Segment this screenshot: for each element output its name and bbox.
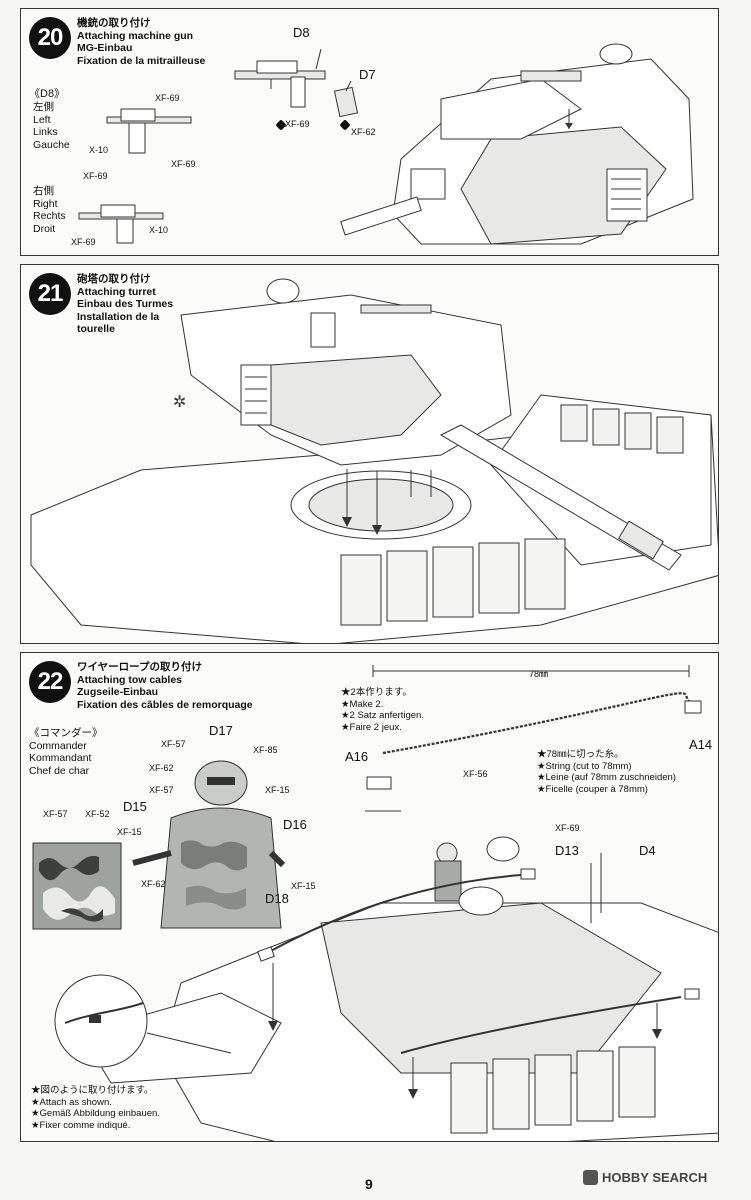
left-de: Links [33,126,58,138]
part-d15-label: D15 [123,799,147,814]
paint-xf62: XF-62 [351,127,376,137]
attach-ja: ★図のように取り付けます。 [31,1085,154,1096]
paint-xf62: XF-62 [141,879,166,889]
paint-xf56: XF-56 [463,769,488,779]
right-fr: Droit [33,222,56,235]
left-en: Left [33,113,51,126]
step-20-panel: 20 機銃の取り付け Attaching machine gun MG-Einb… [20,8,719,256]
paint-xf15: XF-15 [265,785,290,795]
step-titles: 砲塔の取り付け Attaching turret Einbau des Turm… [77,273,173,336]
string-fr: ★Ficelle (couper à 78mm) [537,783,648,795]
paint-xf69: XF-69 [83,171,108,181]
part-d8-label: D8 [293,25,310,40]
paint-xf69: XF-69 [555,823,580,833]
string-ja: ★78㎜に切った糸。 [537,749,624,760]
part-a16-label: A16 [345,749,369,764]
make2-ja: ★2本作ります。 [341,687,412,698]
paint-x10: X-10 [89,145,109,155]
paint-xf69: XF-69 [171,159,196,169]
title-ja: 砲塔の取り付け [77,273,151,285]
right-de: Rechts [33,210,66,222]
right-labels: 右側 Right Rechts Droit [33,185,66,235]
step-number: 20 [29,17,71,59]
paint-xf85: XF-85 [253,745,278,755]
part-d18-label: D18 [265,891,289,906]
hobby-search-logo-icon [583,1170,598,1185]
make2-fr: ★Faire 2 jeux. [341,721,402,733]
title-fr: Fixation de la mitrailleuse [77,54,206,67]
paint-xf15: XF-15 [117,827,142,837]
paint-x10: X-10 [149,225,169,235]
title-de: MG-Einbau [77,42,133,54]
step-titles: 機銃の取り付け Attaching machine gun MG-Einbau … [77,17,205,67]
title-en: Attaching machine gun [77,29,194,42]
step-titles: ワイヤーロープの取り付け Attaching tow cables Zugsei… [77,661,253,711]
title-de: Zugseile-Einbau [77,686,159,698]
paint-xf69: XF-69 [71,237,96,247]
page-number: 9 [365,1176,373,1192]
step-22-drawing [32,665,718,1141]
paint-xf15: XF-15 [291,881,316,891]
title-ja: ワイヤーロープの取り付け [77,661,203,673]
commander-ja: 《コマンダー》 [29,727,103,739]
string-en: ★String (cut to 78mm) [537,760,632,772]
title-ja: 機銃の取り付け [77,17,151,29]
make2-en: ★Make 2. [341,698,384,710]
title-fr-2: tourelle [77,323,115,335]
part-d7-label: D7 [359,67,376,82]
attach-de: ★Gemäß Abbildung einbauen. [31,1108,160,1119]
d8-subtitle: 《D8》 [29,88,66,100]
part-d4-label: D4 [639,843,656,858]
attach-en: ★Attach as shown. [31,1096,112,1108]
title-de: Einbau des Turmes [77,298,174,310]
title-en: Attaching turret [77,285,156,298]
title-fr: Fixation des câbles de remorquage [77,698,253,711]
step-number: 22 [29,661,71,703]
commander-de: Kommandant [29,752,92,764]
attach-note: ★図のように取り付けます。 ★Attach as shown. ★Gemäß A… [31,1085,160,1131]
paint-xf69: XF-69 [155,93,180,103]
left-ja: 左側 [33,101,54,113]
make2-note: ★2本作ります。 ★Make 2. ★2 Satz anfertigen. ★F… [341,687,424,733]
attach-fr: ★Fixer comme indiqué. [31,1119,131,1131]
length-label: 78㎜ [529,669,549,679]
commander-fr: Chef de char [29,764,90,777]
paint-xf69: XF-69 [285,119,310,129]
paint-xf62: XF-62 [149,763,174,773]
paint-xf57: XF-57 [161,739,186,749]
commander-en: Commander [29,739,87,752]
part-a14-label: A14 [689,737,713,752]
step-21-drawing: ✲ [30,278,718,643]
left-fr: Gauche [33,138,70,151]
string-de: ★Leine (auf 78mm zuschneiden) [537,772,676,783]
step-number: 21 [29,273,71,315]
step-21-panel: 21 砲塔の取り付け Attaching turret Einbau des T… [20,264,719,644]
part-d16-label: D16 [283,817,307,832]
part-d17-label: D17 [209,723,233,738]
right-en: Right [33,197,58,210]
svg-text:✲: ✲ [173,392,186,411]
title-en: Attaching tow cables [77,673,183,686]
paint-xf57: XF-57 [43,809,68,819]
paint-xf52: XF-52 [85,809,110,819]
paint-xf57: XF-57 [149,785,174,795]
step-20-drawing [78,43,694,245]
string-note: ★78㎜に切った糸。 ★String (cut to 78mm) ★Leine … [537,749,676,795]
left-labels: 左側 Left Links Gauche [33,101,70,151]
commander-labels: 《コマンダー》 Commander Kommandant Chef de cha… [29,727,103,777]
step-22-panel: 22 ワイヤーロープの取り付け Attaching tow cables Zug… [20,652,719,1142]
make2-de: ★2 Satz anfertigen. [341,710,424,721]
watermark-text: HOBBY SEARCH [602,1170,708,1185]
watermark: HOBBY SEARCH [583,1170,707,1185]
part-d13-label: D13 [555,843,579,858]
right-ja: 右側 [33,185,54,197]
title-fr: Installation de la [77,310,160,323]
